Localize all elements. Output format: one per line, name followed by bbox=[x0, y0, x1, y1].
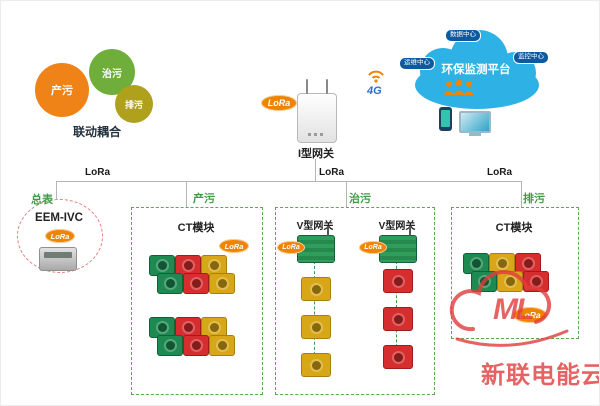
gear-discharge-icon: 排污 bbox=[115, 85, 153, 123]
ct-module bbox=[515, 253, 541, 274]
meter-tag: 总表 bbox=[31, 194, 53, 206]
antenna-icon bbox=[306, 79, 308, 94]
gear-treat-icon: 治污 bbox=[89, 49, 135, 95]
lora-badge: LoRa bbox=[359, 241, 387, 254]
antenna-icon bbox=[326, 79, 328, 94]
zone-box-produce bbox=[131, 207, 263, 395]
ct-module bbox=[301, 353, 331, 377]
wifi-signal-icon bbox=[368, 70, 384, 83]
meter-model: EEM-IVC bbox=[35, 212, 83, 224]
meter-dashed-circle bbox=[17, 199, 103, 273]
v-gateway-label: V型网关 bbox=[296, 221, 334, 232]
ct-module bbox=[157, 273, 183, 294]
lora-badge: LoRa bbox=[513, 307, 547, 323]
v-gateway-label: V型网关 bbox=[378, 221, 416, 232]
produce-ct-label: CT模块 bbox=[177, 222, 215, 234]
gear-discharge-label: 排污 bbox=[124, 99, 143, 110]
cloud-badge-ops-center: 运维中心 bbox=[399, 57, 435, 70]
ct-module bbox=[497, 271, 523, 292]
gateway-drop-line bbox=[315, 159, 316, 181]
ct-module bbox=[383, 345, 413, 369]
monitor-icon bbox=[459, 111, 491, 133]
bus-lora-label: LoRa bbox=[487, 167, 512, 178]
cloud-icon bbox=[415, 30, 539, 109]
gateway-device bbox=[297, 79, 337, 143]
gear-treat-label: 治污 bbox=[102, 68, 122, 80]
ct-module bbox=[209, 335, 235, 356]
people-icon bbox=[444, 79, 474, 95]
4g-label: 4G bbox=[367, 85, 382, 97]
ct-module bbox=[209, 273, 235, 294]
lora-badge: LoRa bbox=[277, 241, 305, 254]
bus-lora-label: LoRa bbox=[319, 167, 344, 178]
ct-module bbox=[523, 271, 549, 292]
cloud-badge-monitor-center: 监控中心 bbox=[513, 51, 549, 64]
treat-drop-line bbox=[346, 181, 347, 207]
ct-module bbox=[301, 277, 331, 301]
chain-line bbox=[314, 261, 315, 365]
ct-module bbox=[383, 307, 413, 331]
ct-module bbox=[183, 335, 209, 356]
zone-title-produce: 产污 bbox=[193, 193, 215, 205]
lora-badge: LoRa bbox=[45, 229, 75, 243]
cloud-badge-data-center: 数据中心 bbox=[445, 29, 481, 42]
meter-device bbox=[39, 247, 77, 271]
ct-module bbox=[183, 273, 209, 294]
phone-icon bbox=[439, 107, 452, 131]
bus-lora-label: LoRa bbox=[85, 167, 110, 178]
meter-drop-line bbox=[56, 181, 57, 199]
lora-badge: LoRa bbox=[219, 239, 249, 253]
ct-module bbox=[157, 335, 183, 356]
gear-produce-icon: 产污 bbox=[35, 63, 89, 117]
ct-module bbox=[301, 315, 331, 339]
ct-module bbox=[383, 269, 413, 293]
watermark-text: 新联电能云 bbox=[481, 362, 600, 389]
bus-line bbox=[56, 181, 521, 182]
zone-title-treat: 治污 bbox=[349, 193, 371, 205]
cloud-platform-title: 环保监测平台 bbox=[441, 64, 511, 76]
discharge-ct-label: CT模块 bbox=[495, 222, 533, 234]
gear-produce-label: 产污 bbox=[51, 85, 73, 97]
gears-caption: 联动耦合 bbox=[72, 125, 121, 139]
lora-badge: LoRa bbox=[261, 95, 297, 111]
discharge-drop-line bbox=[521, 181, 522, 207]
ct-module bbox=[471, 271, 497, 292]
zone-title-discharge: 排污 bbox=[523, 193, 545, 205]
produce-drop-line bbox=[186, 181, 187, 207]
gateway-label: I型网关 bbox=[297, 148, 335, 160]
